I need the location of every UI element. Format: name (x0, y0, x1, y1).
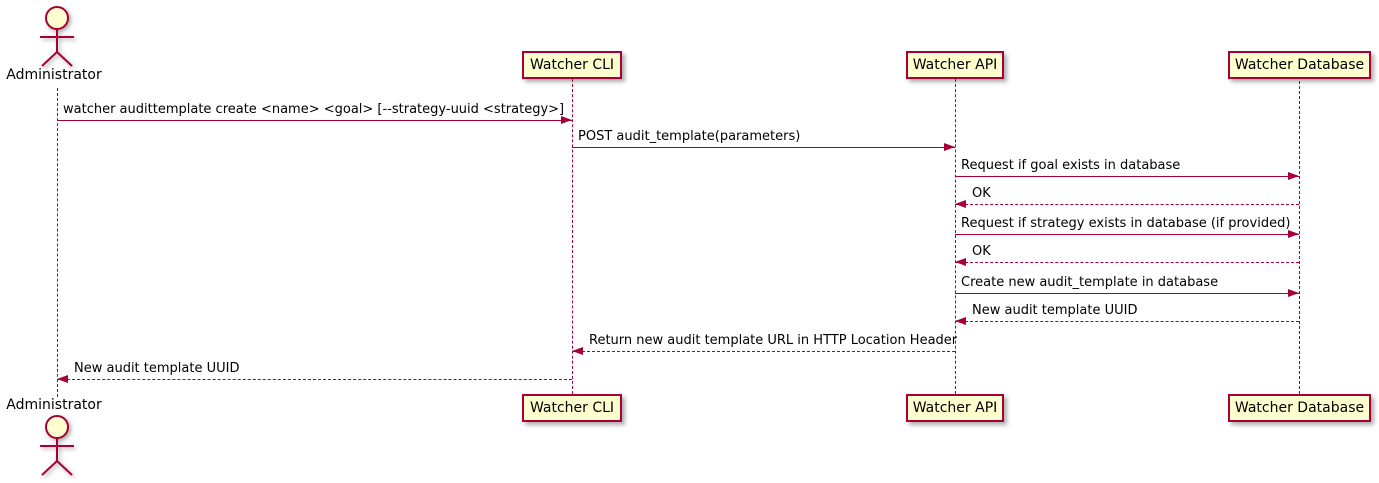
message-line (955, 262, 1299, 263)
message-label: New audit template UUID (972, 303, 1138, 318)
message-label: Request if strategy exists in database (… (961, 216, 1291, 231)
participant-watcher-cli-bottom: Watcher CLI (522, 394, 622, 422)
message-line (572, 351, 955, 352)
message-line (955, 234, 1299, 235)
message-line (955, 176, 1299, 177)
lifeline-watcher-database (1299, 81, 1300, 394)
actor-icon (40, 6, 74, 67)
message-label: New audit template UUID (74, 361, 240, 376)
arrowhead-right-icon (1288, 230, 1299, 238)
arrowhead-right-icon (1288, 172, 1299, 180)
message-label: OK (972, 244, 991, 259)
message-line (955, 321, 1299, 322)
arrowhead-right-icon (561, 116, 572, 124)
participant-watcher-cli-top: Watcher CLI (522, 51, 622, 79)
message-label: Create new audit_template in database (961, 275, 1219, 290)
arrowhead-left-icon (57, 375, 68, 383)
arrowhead-left-icon (572, 347, 583, 355)
message-line (57, 120, 572, 121)
actor-label-top: Administrator (6, 67, 102, 83)
message-line (955, 204, 1299, 205)
lifeline-watcher-cli (572, 79, 573, 394)
message-line (955, 293, 1299, 294)
lifeline-administrator (57, 88, 58, 397)
participant-watcher-database-top: Watcher Database (1228, 51, 1371, 79)
message-label: Request if goal exists in database (961, 158, 1181, 173)
lifeline-watcher-api (955, 79, 956, 394)
message-label: OK (972, 186, 991, 201)
message-line (572, 147, 955, 148)
participant-watcher-database-bottom: Watcher Database (1228, 394, 1371, 422)
arrowhead-right-icon (1288, 289, 1299, 297)
arrowhead-left-icon (955, 317, 966, 325)
participant-watcher-api-bottom: Watcher API (906, 394, 1004, 422)
actor-label-bottom: Administrator (6, 397, 102, 413)
arrowhead-left-icon (955, 258, 966, 266)
participant-watcher-api-top: Watcher API (906, 51, 1004, 79)
message-label: watcher audittemplate create <name> <goa… (63, 102, 565, 117)
message-label: POST audit_template(parameters) (578, 129, 801, 144)
message-label: Return new audit template URL in HTTP Lo… (589, 333, 958, 348)
actor-icon (40, 415, 74, 476)
arrowhead-right-icon (944, 143, 955, 151)
arrowhead-left-icon (955, 200, 966, 208)
message-line (57, 379, 572, 380)
